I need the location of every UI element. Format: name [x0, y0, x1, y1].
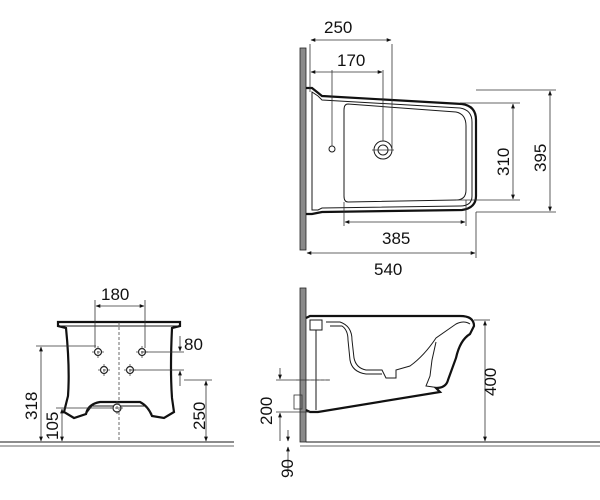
dim-385: 385: [382, 229, 410, 248]
side-view-bowl: [326, 321, 471, 379]
dim-200: 200: [257, 397, 276, 425]
dim-400: 400: [481, 368, 500, 396]
dim-80: 80: [184, 335, 203, 354]
dim-310: 310: [494, 148, 513, 176]
top-view-tap-hole: [328, 145, 336, 153]
dim-180: 180: [101, 285, 129, 304]
front-view: 180 80 250 318 105: [0, 285, 234, 447]
front-view-mounting-holes: [92, 346, 148, 415]
dim-105: 105: [43, 412, 62, 440]
dim-front-250: 250: [190, 402, 209, 430]
dim-540: 540: [374, 260, 402, 279]
top-view-bowl: [343, 103, 467, 203]
side-view-wall: [299, 287, 307, 443]
top-view-outer-outline: [306, 86, 478, 216]
side-view-profile: [305, 314, 476, 414]
top-view-wall: [299, 47, 307, 251]
dim-395: 395: [531, 144, 550, 172]
dim-90: 90: [278, 459, 297, 478]
side-view: 400 200 90: [257, 287, 600, 478]
dim-250: 250: [324, 18, 352, 37]
top-view: 250 170 310 395 385 540: [299, 18, 556, 279]
dim-318: 318: [22, 392, 41, 420]
top-view-inner-outline: [311, 91, 473, 211]
dim-170: 170: [337, 51, 365, 70]
